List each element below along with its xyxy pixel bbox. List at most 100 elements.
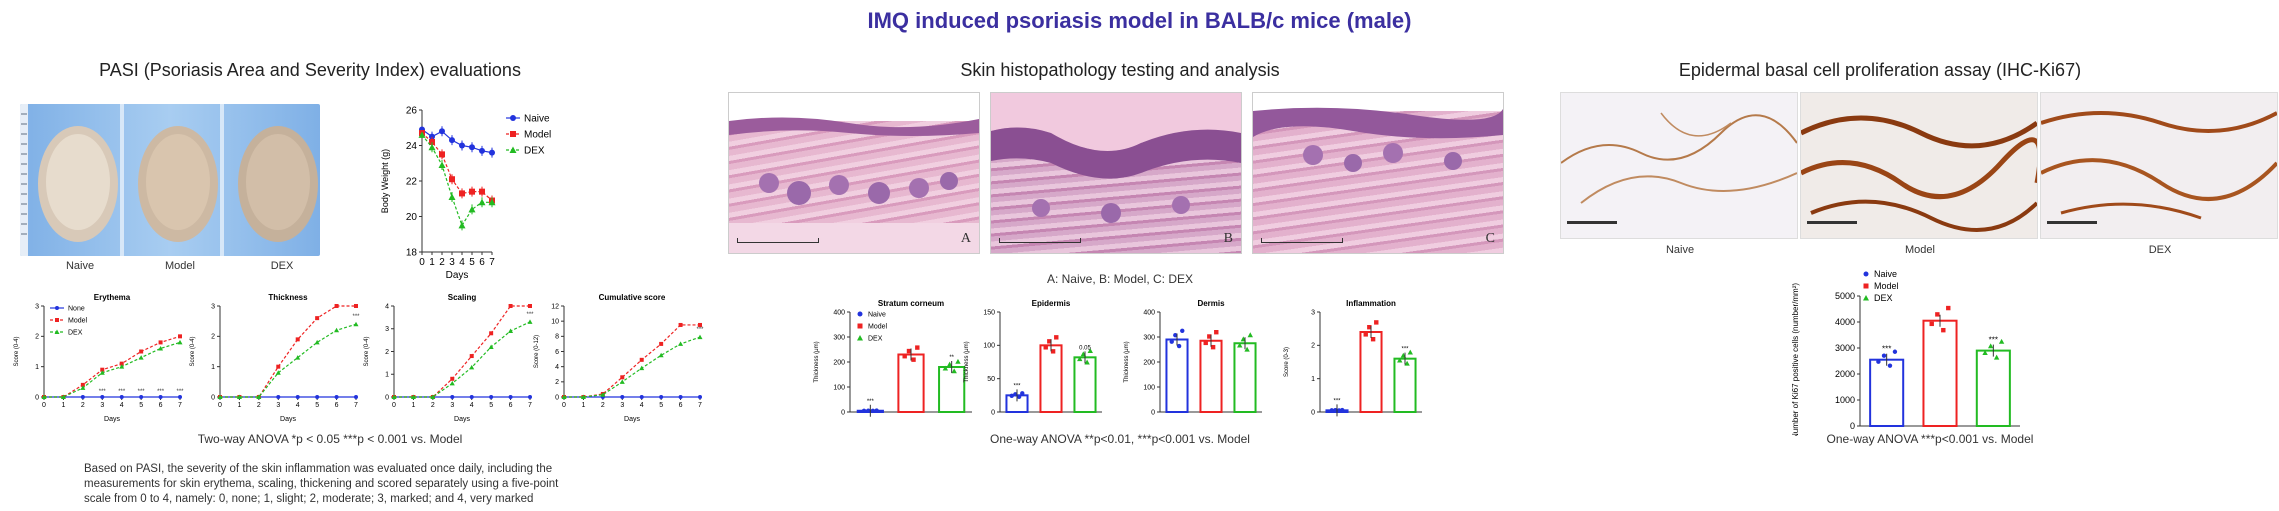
ki67-anova-note: One-way ANOVA ***p<0.001 vs. Model <box>1826 432 2034 446</box>
chart-title: Inflammation <box>1346 299 1396 308</box>
data-point <box>256 394 262 399</box>
data-point <box>1247 332 1253 338</box>
data-point <box>508 328 514 334</box>
x-tick-label: 2 <box>439 257 445 268</box>
data-point <box>1180 328 1185 333</box>
data-point <box>1887 363 1893 368</box>
data-point <box>906 348 912 354</box>
data-point <box>119 364 125 369</box>
x-tick-label: 1 <box>411 402 415 409</box>
x-tick-label: 2 <box>257 402 261 409</box>
data-point <box>429 133 435 140</box>
data-point <box>276 364 281 369</box>
legend-marker <box>857 335 863 341</box>
y-tick-label: 300 <box>833 334 845 341</box>
data-point <box>1374 320 1379 325</box>
x-tick-label: 5 <box>469 257 475 268</box>
data-point <box>1203 340 1208 346</box>
data-point <box>41 394 47 399</box>
histo-letter-c: C <box>1485 231 1495 246</box>
data-point <box>659 341 664 346</box>
y-tick-label: 0 <box>555 394 559 401</box>
section-title-histo: Skin histopathology testing and analysis <box>960 60 1280 80</box>
data-point <box>561 394 567 399</box>
x-tick-label: 1 <box>581 402 585 409</box>
data-point <box>639 365 645 371</box>
y-tick-label: 8 <box>555 334 559 341</box>
data-point <box>639 395 644 399</box>
data-point <box>334 327 340 333</box>
significance-label: *** <box>157 389 165 395</box>
data-point <box>158 345 164 351</box>
significance-label: *** <box>352 314 360 320</box>
x-axis-label: Days <box>280 416 296 423</box>
data-point <box>469 395 474 399</box>
chart-title: Dermis <box>1197 299 1225 308</box>
scale-bar <box>999 238 1081 243</box>
data-point <box>334 304 339 308</box>
data-point <box>449 176 455 183</box>
x-tick-label: 3 <box>100 402 104 409</box>
legend-label: DEX <box>524 145 545 156</box>
data-point <box>508 304 513 308</box>
data-point <box>449 380 455 386</box>
data-point <box>354 395 358 399</box>
bar-model <box>1199 339 1223 413</box>
x-tick-label: 6 <box>679 402 683 409</box>
data-point <box>489 331 494 336</box>
y-axis-label: Score (0-3) <box>1284 347 1290 377</box>
y-tick-label: 50 <box>987 376 995 383</box>
data-point <box>1047 339 1052 344</box>
y-tick-label: 0 <box>1151 409 1155 416</box>
data-point <box>902 354 907 359</box>
data-point <box>1054 335 1059 340</box>
data-point <box>639 357 644 362</box>
significance-label: *** <box>867 399 875 405</box>
significance-label: *** <box>1401 347 1409 353</box>
data-point <box>488 198 496 206</box>
data-point <box>1987 343 1994 349</box>
data-point <box>1929 321 1934 327</box>
y-tick-label: 4000 <box>1835 317 1855 327</box>
data-point <box>1993 354 2000 360</box>
data-point <box>353 321 359 327</box>
ki67-label-naive: Naive <box>1665 244 1695 256</box>
ki67-image-model <box>1800 92 2038 239</box>
y-tick-label: 1 <box>385 372 389 379</box>
data-point <box>138 355 144 360</box>
data-point <box>1214 330 1219 335</box>
data-point <box>450 395 455 399</box>
data-point <box>619 379 625 384</box>
data-point <box>1244 346 1250 352</box>
legend-label: Model <box>524 129 551 140</box>
histo-letter-b: B <box>1223 231 1233 246</box>
y-tick-label: 26 <box>406 105 418 116</box>
data-point <box>1009 393 1014 399</box>
y-tick-label: 300 <box>1143 334 1155 341</box>
data-point <box>955 358 961 364</box>
y-axis-label: Thickness (μm) <box>814 341 820 382</box>
photo-label-naive: Naive <box>65 260 95 272</box>
y-tick-label: 2 <box>35 334 39 341</box>
data-point <box>459 190 465 197</box>
section-title-ki67: Epidermal basal cell proliferation assay… <box>1678 60 2082 80</box>
series-line-model <box>564 324 700 398</box>
y-tick-label: 3 <box>385 326 389 333</box>
x-tick-label: 3 <box>449 257 455 268</box>
data-point <box>1892 349 1898 354</box>
chart-title: Cumulative score <box>599 293 666 302</box>
data-point <box>177 339 183 345</box>
y-axis-label: Score (0-4) <box>190 336 196 366</box>
data-point <box>354 304 358 308</box>
y-tick-label: 12 <box>551 303 559 310</box>
data-point <box>450 376 455 381</box>
pasi-description-line: Based on PASI, the severity of the skin … <box>84 463 553 475</box>
data-point <box>276 395 281 399</box>
data-point <box>488 344 494 349</box>
y-tick-label: 2 <box>211 334 215 341</box>
data-point <box>1941 327 1946 333</box>
data-point <box>295 355 301 360</box>
x-axis-label: Days <box>624 416 640 423</box>
